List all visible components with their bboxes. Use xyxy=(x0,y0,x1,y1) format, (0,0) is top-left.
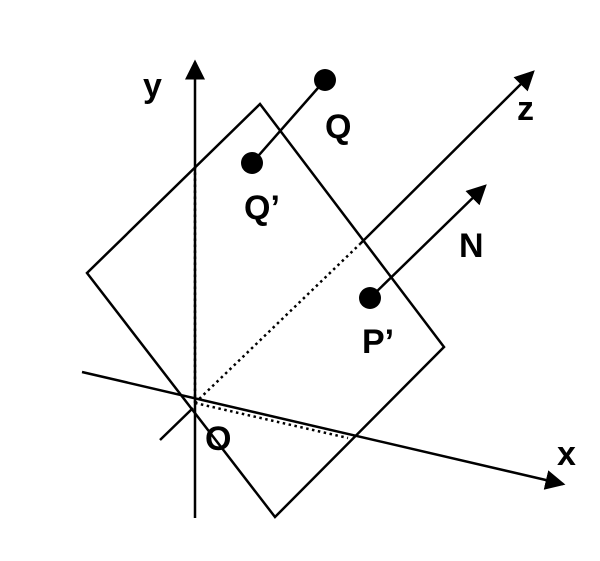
normal-vector-label: N xyxy=(459,227,484,265)
x-axis-line xyxy=(81,370,566,490)
projection-plane xyxy=(85,102,446,519)
point-q-prime-label: Q’ xyxy=(244,189,280,227)
y-axis-label: y xyxy=(143,67,162,105)
z-axis-negative-stub xyxy=(159,407,194,441)
point-p-prime-label: P’ xyxy=(362,323,394,361)
z-axis-label: z xyxy=(517,90,534,128)
point-p-prime xyxy=(359,287,381,309)
x-axis-label: x xyxy=(557,435,576,473)
z-axis-line xyxy=(359,70,535,245)
q-to-q-prime-segment xyxy=(251,79,326,164)
point-q-prime xyxy=(241,152,263,174)
point-q-label: Q xyxy=(325,108,351,146)
origin-label: O xyxy=(205,420,231,458)
z-axis-hidden-segment xyxy=(194,243,361,404)
normal-vector xyxy=(369,184,487,299)
point-q xyxy=(314,69,336,91)
x-axis-hidden-segment xyxy=(194,401,349,440)
